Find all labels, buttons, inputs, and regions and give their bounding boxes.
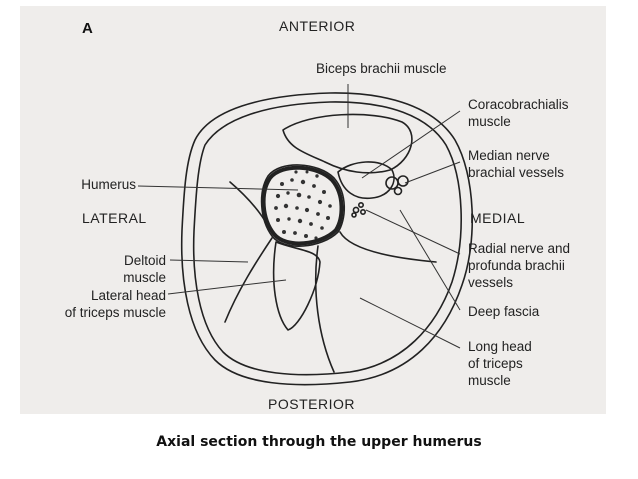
deltoid-label-line2: muscle bbox=[123, 270, 166, 285]
deep-fascia-label: Deep fascia bbox=[468, 304, 540, 319]
lateral-septum bbox=[224, 237, 273, 323]
profunda-vessel-3 bbox=[351, 212, 357, 218]
radial-nerve bbox=[352, 206, 360, 214]
long-head-label-line2: of triceps bbox=[468, 356, 523, 371]
leader-lateral-head bbox=[167, 279, 287, 295]
anterior-label: ANTERIOR bbox=[279, 18, 356, 34]
humerus-medullary-cavity bbox=[274, 170, 332, 240]
humerus-label: Humerus bbox=[81, 177, 136, 192]
coracobrachialis-outline bbox=[337, 161, 395, 200]
leader-median-nerve bbox=[404, 161, 461, 184]
long-head-label-line3: muscle bbox=[468, 373, 511, 388]
skin-outline bbox=[180, 92, 474, 386]
leader-coracobrachialis bbox=[361, 110, 461, 179]
profunda-vessel-2 bbox=[359, 209, 366, 216]
lateral-label: LATERAL bbox=[82, 210, 147, 226]
biceps-muscle-outline bbox=[282, 113, 413, 174]
leader-humerus bbox=[137, 185, 299, 191]
posterior-septum bbox=[314, 245, 335, 373]
panel-letter: A bbox=[82, 20, 93, 37]
leader-deltoid bbox=[169, 259, 249, 263]
medial-septum bbox=[339, 231, 437, 263]
biceps-brachii-label: Biceps brachii muscle bbox=[316, 61, 447, 76]
brachial-vessel-2 bbox=[397, 175, 409, 187]
medial-label: MEDIAL bbox=[470, 210, 526, 226]
coracobrachialis-label-line2: muscle bbox=[468, 114, 511, 129]
median-nerve bbox=[393, 186, 403, 196]
lateral-head-label-line2: of triceps muscle bbox=[64, 305, 166, 320]
radial-nerve-label-line2: profunda brachii bbox=[468, 258, 565, 273]
deltoid-label-line1: Deltoid bbox=[123, 253, 166, 268]
figure-caption: Axial section through the upper humerus bbox=[156, 434, 482, 450]
humerus-cortex-shading bbox=[261, 165, 344, 246]
posterior-label: POSTERIOR bbox=[268, 396, 355, 412]
long-head-label-line1: Long head bbox=[468, 339, 532, 354]
profunda-vessel-1 bbox=[357, 202, 364, 209]
median-nerve-label-line1: Median nerve bbox=[468, 148, 550, 163]
radial-nerve-label-line1: Radial nerve and bbox=[468, 241, 571, 256]
leader-deep-fascia bbox=[399, 209, 461, 311]
figure-panel bbox=[20, 6, 606, 414]
median-nerve-label-line2: brachial vessels bbox=[468, 165, 565, 180]
coracobrachialis-label-line1: Coracobrachialis bbox=[468, 97, 569, 112]
deep-fascia-outline bbox=[192, 101, 462, 376]
leader-long-head bbox=[359, 297, 461, 349]
lateral-head-triceps-outline bbox=[272, 241, 321, 331]
radial-nerve-label-line3: vessels bbox=[468, 275, 514, 290]
lateral-head-label-line1: Lateral head bbox=[90, 288, 166, 303]
